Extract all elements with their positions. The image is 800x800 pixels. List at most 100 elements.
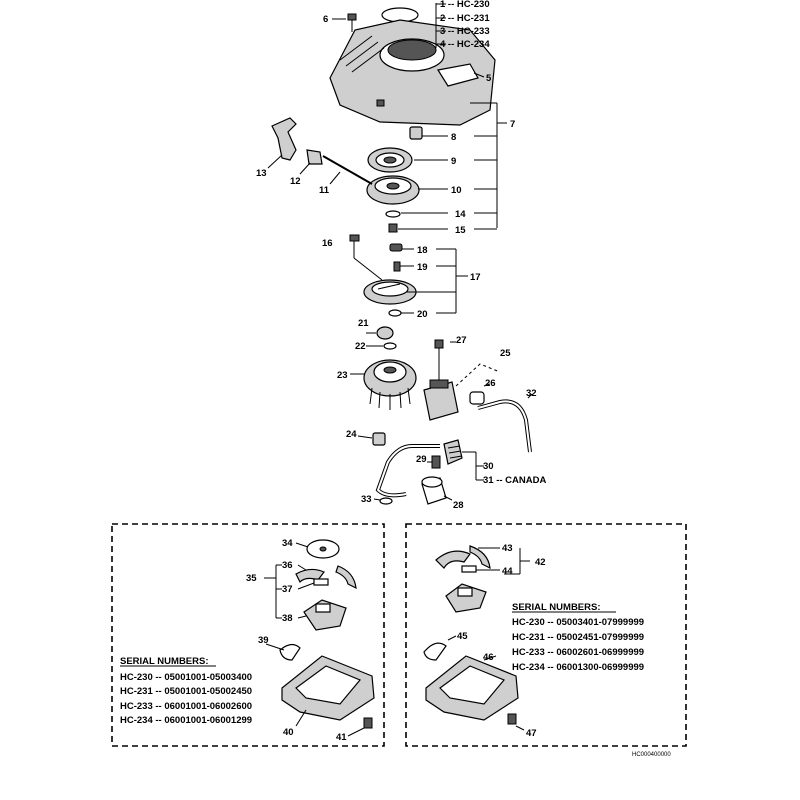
callout-41: 41	[336, 732, 347, 743]
right-box-leaders	[447, 547, 530, 731]
wire-32	[477, 399, 532, 453]
callout-18: 18	[417, 245, 428, 256]
callout-46: 46	[483, 652, 494, 663]
serial-right-line-3: HC-233 -- 06002601-06999999	[512, 647, 644, 658]
serial-numbers-left: SERIAL NUMBERS: HC-230 -- 05001001-05003…	[120, 656, 252, 726]
callout-7: 7	[510, 119, 515, 130]
washer-33	[379, 497, 393, 505]
callout-44: 44	[502, 566, 513, 577]
callout-23: 23	[337, 370, 348, 381]
callout-37: 37	[282, 584, 293, 595]
model-3: 3 -- HC-233	[440, 26, 490, 37]
callout-28: 28	[453, 500, 464, 511]
washer-20	[388, 309, 402, 317]
terminal-29	[431, 455, 441, 469]
serial-right-line-2: HC-231 -- 05002451-07999999	[512, 632, 644, 643]
washer-14	[385, 210, 401, 218]
callout-8: 8	[451, 132, 456, 143]
screw-16	[349, 234, 383, 281]
drawing-code: HC000400000	[632, 752, 671, 758]
callout-30: 30	[483, 461, 494, 472]
serial-left-line-1: HC-230 -- 05001001-05003400	[120, 672, 252, 683]
spring-37	[313, 578, 329, 586]
reel-10	[366, 175, 420, 205]
pawls-43	[435, 545, 491, 570]
callout-47: 47	[526, 728, 537, 739]
callout-14: 14	[455, 209, 466, 220]
callout-15: 15	[455, 225, 466, 236]
group-17-leaders	[400, 248, 468, 314]
callout-42: 42	[535, 557, 546, 568]
callout-45: 45	[457, 631, 468, 642]
plug-cap-28	[421, 476, 447, 505]
serial-left-line-2: HC-231 -- 05001001-05002450	[120, 686, 252, 697]
cap-26	[469, 391, 485, 405]
callout-35: 35	[246, 573, 257, 584]
callout-10: 10	[451, 185, 462, 196]
serial-right-heading: SERIAL NUMBERS:	[512, 602, 601, 613]
callout-36: 36	[282, 560, 293, 571]
callout-11: 11	[319, 185, 330, 196]
callout-32: 32	[526, 388, 537, 399]
pawl-8	[409, 126, 423, 140]
plug-cord	[375, 439, 463, 498]
callout-13: 13	[256, 168, 267, 179]
callout-25: 25	[500, 348, 511, 359]
grip-insert-12	[306, 149, 323, 165]
nut-21	[376, 326, 394, 340]
callout-6: 6	[323, 14, 328, 25]
serial-left-heading: SERIAL NUMBERS:	[120, 656, 209, 667]
screw-47	[507, 713, 517, 725]
screw-27	[434, 339, 444, 380]
gasket-39	[279, 643, 301, 661]
model-1: 1 -- HC-230	[440, 0, 490, 10]
pulley-38	[303, 599, 347, 631]
left-box-leaders	[264, 542, 365, 737]
housing-46	[425, 655, 519, 721]
gasket-45	[423, 642, 447, 661]
callout-43: 43	[502, 543, 513, 554]
callout-31: 31 -- CANADA	[483, 475, 546, 486]
model-4: 4 -- HC-234	[440, 39, 490, 50]
spring-44	[461, 565, 477, 573]
callout-29: 29	[416, 454, 427, 465]
callout-26: 26	[485, 378, 496, 389]
spring-19	[393, 261, 401, 272]
screw-15	[388, 223, 398, 233]
right-kit-box	[405, 523, 687, 747]
housing-40	[281, 655, 375, 721]
serial-numbers-right: SERIAL NUMBERS: HC-230 -- 05003401-07999…	[512, 602, 644, 673]
callout-12: 12	[290, 176, 301, 187]
rope-11	[322, 155, 373, 185]
screw-41	[363, 717, 373, 729]
screw-6	[347, 13, 357, 32]
callout-17: 17	[470, 272, 481, 283]
starter-pulley-17	[363, 279, 417, 305]
callout-39: 39	[258, 635, 269, 646]
serial-left-line-4: HC-234 -- 06001001-06001299	[120, 715, 252, 726]
model-list: 1 -- HC-230 2 -- HC-231 3 -- HC-233 4 --…	[435, 0, 490, 50]
flywheel-23	[363, 359, 417, 410]
serial-left-line-3: HC-233 -- 06001001-06002600	[120, 701, 252, 712]
callout-9: 9	[451, 156, 456, 167]
left-kit-box	[111, 523, 385, 747]
callout-19: 19	[417, 262, 428, 273]
group-ignition-leaders	[350, 332, 533, 501]
clip-24	[372, 432, 386, 446]
pulley-42	[445, 583, 487, 613]
group-7-leaders	[267, 18, 507, 230]
callout-38: 38	[282, 613, 293, 624]
callout-16: 16	[322, 238, 333, 249]
callout-22: 22	[355, 341, 366, 352]
serial-right-line-4: HC-234 -- 06001300-06999999	[512, 662, 644, 673]
callout-20: 20	[417, 309, 428, 320]
callout-21: 21	[358, 318, 369, 329]
ignition-coil-25	[423, 363, 501, 421]
model-2: 2 -- HC-231	[440, 13, 490, 24]
starter-housing	[329, 7, 496, 126]
starter-grip-13	[271, 117, 297, 161]
callout-40: 40	[283, 727, 294, 738]
washer-22	[383, 342, 397, 350]
callout-24: 24	[346, 429, 357, 440]
